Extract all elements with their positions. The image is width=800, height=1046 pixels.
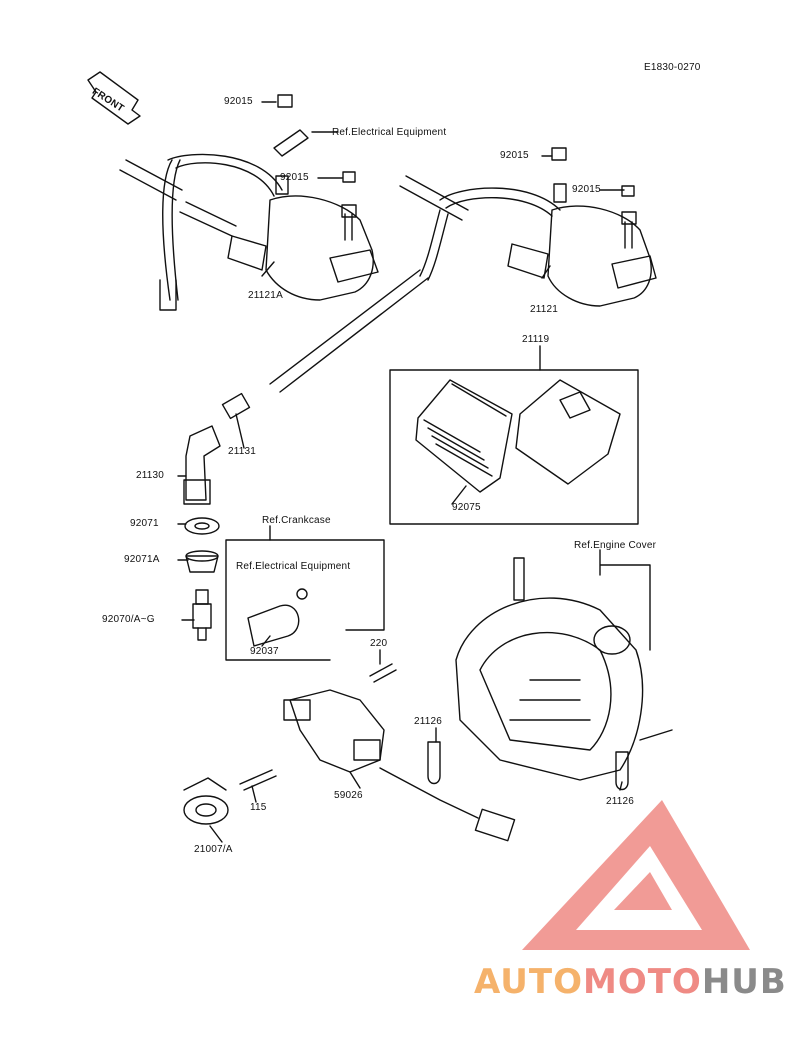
ref-electrical-inner: Ref.Electrical Equipment — [236, 561, 351, 572]
rotor-icon — [183, 777, 229, 825]
clamp-icon — [247, 588, 308, 647]
igniter-frame — [389, 369, 639, 525]
label-92015-top: 92015 — [224, 96, 253, 107]
label-92071A: 92071A — [124, 554, 160, 565]
front-arrow-icon — [87, 71, 141, 125]
label-21121: 21121 — [530, 304, 559, 315]
label-21121A: 21121A — [248, 290, 283, 301]
plug-cap-icon — [183, 425, 221, 505]
clamp-left-icon — [427, 741, 441, 785]
label-21119: 21119 — [522, 334, 550, 345]
label-92015-left-coil: 92015 — [280, 172, 309, 183]
label-92015-right-a: 92015 — [500, 150, 529, 161]
diagram-code: E1830-0270 — [644, 62, 701, 73]
label-21131: 21131 — [228, 446, 257, 457]
engine-cover-icon — [455, 557, 644, 781]
label-92037: 92037 — [250, 646, 279, 657]
ref-crankcase: Ref.Crankcase — [262, 515, 331, 526]
plug-lead — [269, 269, 429, 393]
watermark-moto: MOTO — [582, 962, 702, 1002]
watermark-text: AUTOMOTOHUB — [474, 962, 787, 1002]
label-92071: 92071 — [130, 518, 159, 529]
ref-electrical-top: Ref.Electrical Equipment — [332, 127, 447, 138]
spark-plug-icon — [192, 589, 212, 641]
bolt-cover-icon — [639, 729, 673, 741]
plug-cap-end-icon — [221, 392, 251, 420]
label-59026: 59026 — [334, 790, 363, 801]
ref-engine-cover: Ref.Engine Cover — [574, 540, 657, 551]
label-21130: 21130 — [136, 470, 165, 481]
clamp-right-icon — [615, 751, 629, 791]
ignition-coil-right — [399, 147, 657, 307]
seal-icon — [184, 517, 220, 535]
igniter-unit-icon — [515, 379, 621, 485]
label-21007A: 21007/A — [194, 844, 233, 855]
label-115: 115 — [250, 802, 267, 813]
crankcase-ref-frame — [225, 539, 385, 661]
watermark-hub: HUB — [701, 962, 787, 1002]
label-220: 220 — [370, 638, 388, 649]
pickup-coil-icon — [283, 689, 516, 842]
watermark-logo — [522, 800, 750, 950]
label-21126-left: 21126 — [414, 716, 443, 727]
bolt-220-icon — [369, 663, 397, 683]
igniter-rubber-icon — [415, 379, 513, 493]
ignition-coil-left — [119, 94, 379, 311]
label-92070: 92070/A~G — [102, 614, 155, 625]
seal-a-icon — [185, 555, 219, 573]
watermark-auto: AUTO — [474, 962, 583, 1002]
label-92015-right-b: 92015 — [572, 184, 601, 195]
label-92075: 92075 — [452, 502, 481, 513]
label-21126-right: 21126 — [606, 796, 635, 807]
bolt-115-icon — [239, 769, 277, 791]
